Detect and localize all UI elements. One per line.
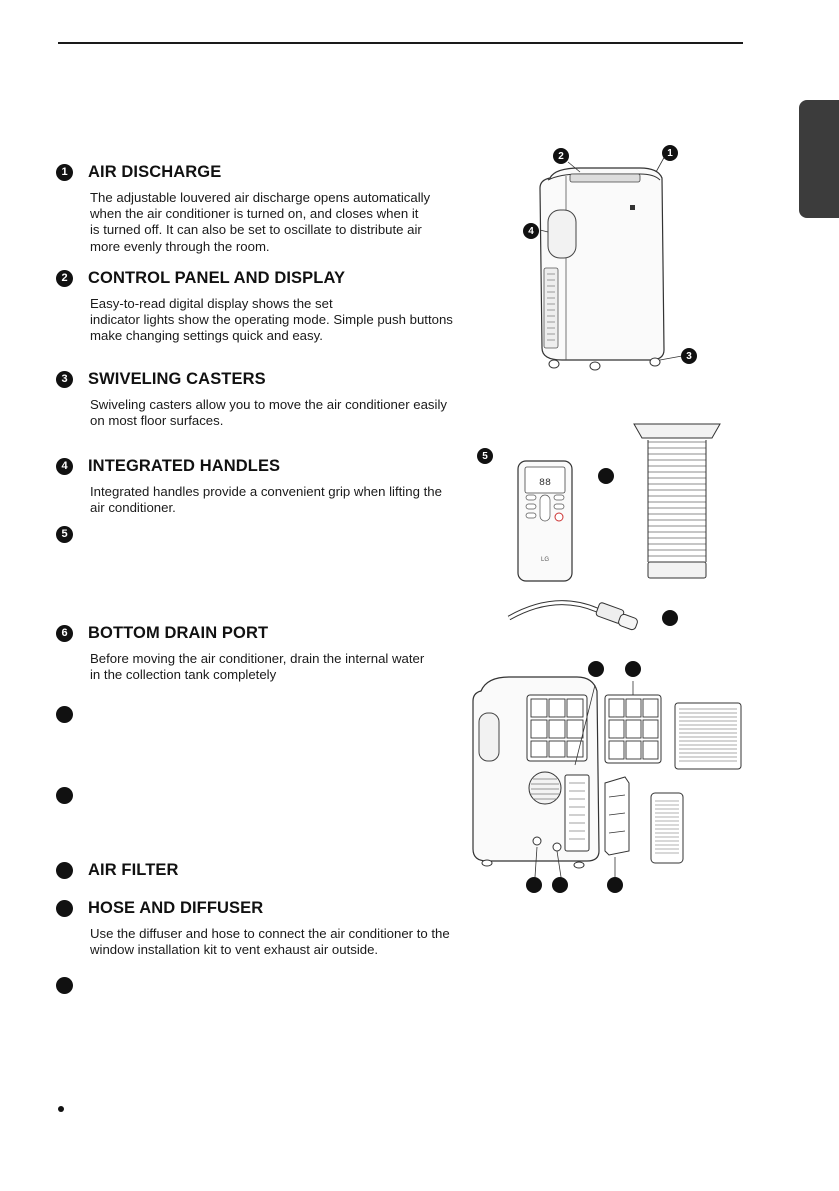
- header-rule: [58, 42, 743, 44]
- exhaust-hose-illustration: [633, 423, 721, 579]
- feature-description: Before moving the air conditioner, drain…: [90, 651, 425, 683]
- callout-rear-3: [526, 877, 542, 893]
- feature-title: SWIVELING CASTERS: [88, 369, 266, 388]
- feature-11: [56, 975, 466, 995]
- callout-rear-5: [607, 877, 623, 893]
- feature-bottom-drain-port: 6 BOTTOM DRAIN PORT Before moving the air…: [56, 623, 466, 683]
- number-badge: 6: [56, 624, 73, 642]
- feature-7: [56, 704, 466, 724]
- number-badge: 1: [56, 163, 73, 181]
- number-badge: [56, 861, 73, 879]
- number-badge: 2: [56, 269, 73, 287]
- feature-title: AIR FILTER: [88, 860, 179, 879]
- feature-title: INTEGRATED HANDLES: [88, 456, 281, 475]
- callout-rear-1: [588, 661, 604, 677]
- feature-air-discharge: 1 AIR DISCHARGE The adjustable louvered a…: [56, 162, 466, 255]
- feature-title: CONTROL PANEL AND DISPLAY: [88, 268, 346, 287]
- feature-swiveling-casters: 3 SWIVELING CASTERS Swiveling casters all…: [56, 369, 466, 429]
- svg-text:88: 88: [539, 478, 551, 489]
- ac-unit-rear-illustration: [472, 676, 742, 878]
- callout-control-panel: 2: [553, 148, 569, 164]
- remote-control-illustration: 88 LG: [517, 460, 573, 582]
- section-tab: [799, 100, 839, 218]
- feature-description: Use the diffuser and hose to connect the…: [90, 926, 450, 958]
- number-badge: [56, 976, 73, 994]
- feature-8: [56, 785, 466, 805]
- ac-unit-front-illustration: [539, 153, 683, 371]
- callout-rear-4: [552, 877, 568, 893]
- feature-air-filter: AIR FILTER: [56, 860, 466, 880]
- footnote-bullet: [58, 1106, 64, 1112]
- feature-hose-and-diffuser: HOSE AND DIFFUSER Use the diffuser and h…: [56, 898, 466, 958]
- callout-hose: [598, 468, 614, 484]
- feature-description: Swiveling casters allow you to move the …: [90, 397, 447, 429]
- number-badge: [56, 786, 73, 804]
- feature-title: BOTTOM DRAIN PORT: [88, 623, 269, 642]
- number-badge: 5: [56, 525, 73, 543]
- number-badge: 3: [56, 370, 73, 388]
- callout-air-discharge: 1: [662, 145, 678, 161]
- feature-description: Integrated handles provide a convenient …: [90, 484, 442, 516]
- callout-caster: 3: [681, 348, 697, 364]
- feature-description: The adjustable louvered air discharge op…: [90, 190, 431, 254]
- feature-title: AIR DISCHARGE: [88, 162, 222, 181]
- callout-drain-hose: [662, 610, 678, 626]
- number-badge: [56, 899, 73, 917]
- feature-control-panel: 2 CONTROL PANEL AND DISPLAY Easy-to-read …: [56, 268, 466, 345]
- callout-remote: 5: [477, 448, 493, 464]
- feature-description: Easy-to-read digital display shows the s…: [90, 296, 453, 344]
- feature-integrated-handles: 4 INTEGRATED HANDLES Integrated handles p…: [56, 456, 466, 516]
- feature-5: 5: [56, 524, 466, 544]
- callout-rear-2: [625, 661, 641, 677]
- number-badge: 4: [56, 457, 73, 475]
- callout-handle: 4: [523, 223, 539, 239]
- feature-title: HOSE AND DIFFUSER: [88, 898, 264, 917]
- number-badge: [56, 705, 73, 723]
- svg-text:LG: LG: [541, 557, 549, 563]
- drain-hose-illustration: [507, 600, 638, 631]
